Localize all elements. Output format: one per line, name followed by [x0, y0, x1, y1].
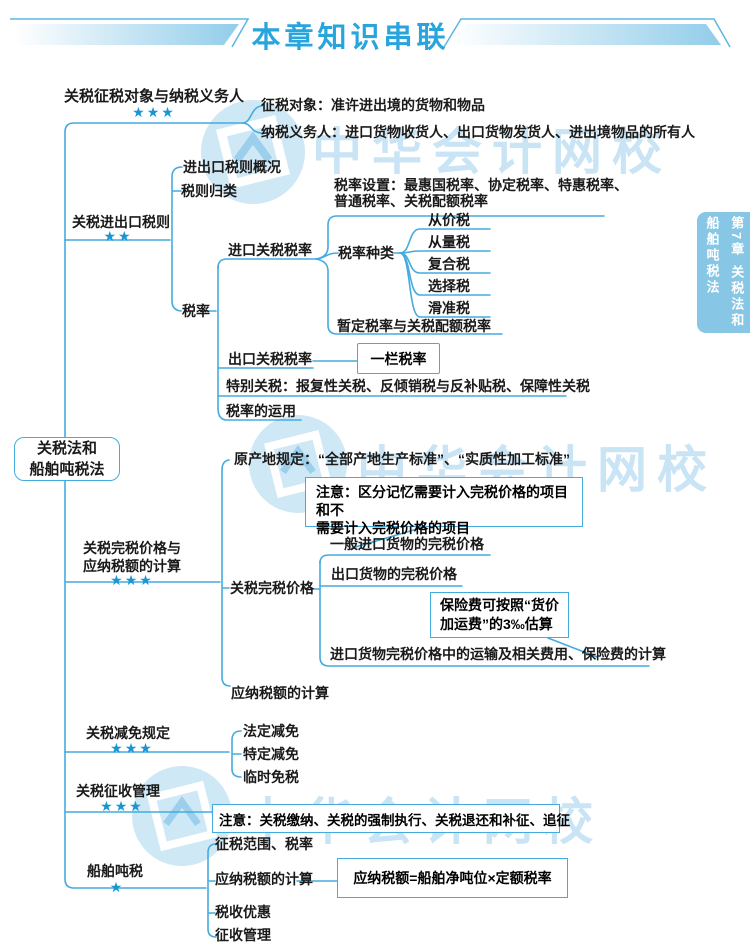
chapter-side-tab-label: 第7章 关税法和 船舶吨税法 [704, 216, 745, 329]
branch-collection-stars: ★★★ [100, 798, 144, 814]
watermark-logo-icon [128, 762, 236, 875]
node-import-freight-insurance: 进口货物完税价格中的运输及相关费用、保险费的计算 [330, 646, 666, 662]
header-bar-left [14, 24, 239, 45]
node-dutiable-value: 关税完税价格 [230, 580, 314, 596]
page-title: 本章知识串联 [251, 22, 450, 54]
branch-dutiable-value-stars: ★★★ [110, 572, 154, 588]
branch-tonnage-tax-label: 船舶吨税 [87, 863, 143, 879]
node-rate-usage: 税率的运用 [226, 403, 296, 419]
branch-reduction-label: 关税减免规定 [86, 725, 170, 741]
node-alternative-duty: 选择税 [428, 278, 470, 294]
collection-note-box: 注意：关税缴纳、关税的强制执行、关税退还和补征、追征 [212, 804, 570, 833]
origin-note-box: 注意：区分记忆需要计入完税价格的项目和不 需要计入完税价格的项目 [305, 477, 583, 536]
branch-tariff-schedule-label: 关税进出口税则 [72, 214, 170, 230]
branch-tonnage-tax-stars: ★ [109, 879, 125, 895]
insurance-note-text: 保险费可按照“货价 加运费”的3‰估算 [440, 597, 559, 632]
node-special-tariff: 特别关税：报复性关税、反倾销税与反补贴税、保障性关税 [226, 378, 590, 394]
single-column-rate-box: 一栏税率 [357, 343, 440, 374]
tonnage-formula-text: 应纳税额=船舶净吨位×定额税率 [353, 870, 552, 886]
chapter-side-tab: 第7章 关税法和 船舶吨税法 [697, 212, 750, 333]
node-ad-valorem: 从价税 [428, 212, 470, 228]
single-column-rate-label: 一栏税率 [370, 350, 427, 367]
mindmap-connectors [64, 105, 650, 938]
node-specific-reduction: 特定减免 [243, 746, 299, 762]
node-tonnage-calc: 应纳税额的计算 [215, 871, 313, 887]
node-origin-rule: 原产地规定：“全部产地生产标准”、“实质性加工标准” [234, 451, 570, 467]
tonnage-formula-box: 应纳税额=船舶净吨位×定额税率 [337, 858, 568, 898]
node-specific-duty: 从量税 [428, 234, 470, 250]
node-export-tariff-rate: 出口关税税率 [228, 351, 312, 367]
branch-dutiable-value-label: 关税完税价格与 应纳税额的计算 [83, 540, 181, 574]
node-temporary-exemption: 临时免税 [243, 769, 299, 785]
origin-note-text: 注意：区分记忆需要计入完税价格的项目和不 需要计入完税价格的项目 [316, 484, 568, 537]
node-schedule-classification: 税则归类 [181, 183, 237, 199]
node-schedule-overview: 进出口税则概况 [183, 159, 281, 175]
insurance-note-box: 保险费可按照“货价 加运费”的3‰估算 [430, 592, 569, 638]
node-tax-payable-calc: 应纳税额的计算 [231, 685, 329, 701]
branch-tax-object-label: 关税征税对象与纳税义务人 [64, 88, 245, 105]
node-general-import-value: 一般进口货物的完税价格 [330, 536, 484, 552]
node-export-value: 出口货物的完税价格 [331, 566, 457, 582]
node-sliding-duty: 滑准税 [428, 300, 470, 316]
watermark-text: 中华会计网校 [312, 124, 672, 180]
node-taxpayer: 纳税义务人：进口货物收货人、出口货物发货人、进出境物品的所有人 [261, 124, 695, 140]
node-compound-duty: 复合税 [428, 256, 470, 272]
node-rate-kinds-label: 税率种类 [338, 245, 394, 261]
node-statutory-reduction: 法定减免 [243, 723, 299, 739]
node-import-tariff-rate: 进口关税税率 [228, 242, 312, 258]
root-node: 关税法和 船舶吨税法 [14, 437, 120, 481]
collection-note-text: 注意：关税缴纳、关税的强制执行、关税退还和补征、追征 [219, 813, 570, 828]
node-tonnage-scope-rate: 征税范围、税率 [215, 836, 313, 852]
branch-reduction-stars: ★★★ [110, 740, 154, 756]
watermark-logo-icon [197, 96, 309, 213]
header-bar-right [452, 24, 721, 45]
root-node-label: 关税法和 船舶吨税法 [29, 440, 105, 478]
node-tonnage-administration: 征收管理 [215, 927, 271, 943]
branch-collection-label: 关税征收管理 [76, 783, 160, 799]
node-tax-object: 征税对象：准许进出境的货物和物品 [261, 97, 485, 113]
node-temp-rate: 暂定税率与关税配额税率 [337, 318, 491, 334]
node-tonnage-preference: 税收优惠 [215, 904, 271, 920]
branch-tax-object-stars: ★★★ [132, 104, 176, 120]
branch-tariff-schedule-stars: ★★ [103, 228, 133, 244]
node-tax-rate: 税率 [182, 303, 210, 319]
node-rate-setting: 税率设置：最惠国税率、协定税率、特惠税率、 普通税率、关税配额税率 [334, 177, 628, 210]
